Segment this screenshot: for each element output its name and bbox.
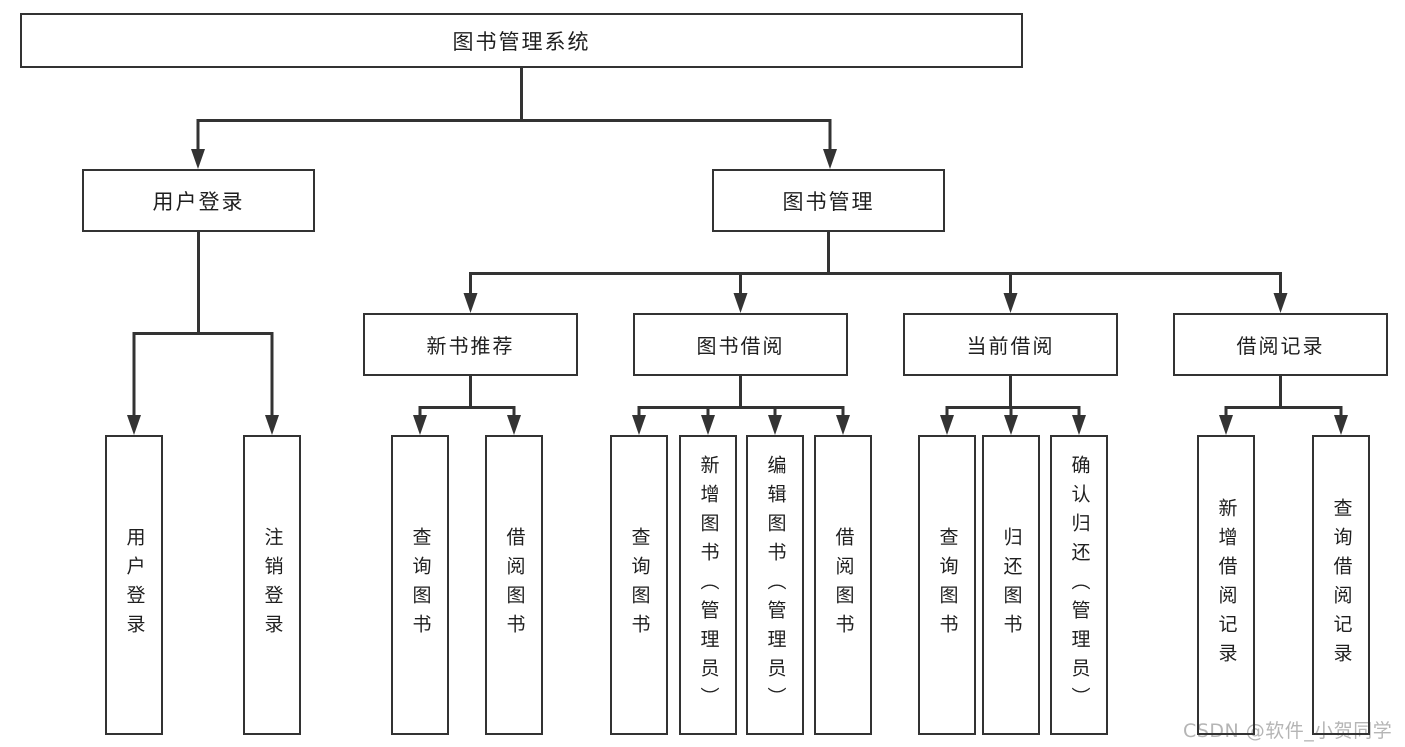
node-book-borrow-label: 图书借阅 [696,334,785,358]
node-user-login: 用户登录 [82,169,315,232]
leaf-logout-label: 注销登录 [261,527,284,643]
leaf-user-login-label: 用户登录 [123,527,146,643]
node-new-book-recommend-label: 新书推荐 [426,334,515,358]
leaf-add-books-admin-label: 新增图书（管理员） [697,454,720,716]
leaf-borrow-books-1-label: 借阅图书 [503,527,526,643]
leaf-query-books-3-label: 查询图书 [936,527,959,643]
leaf-user-login: 用户登录 [105,435,163,735]
node-current-borrow-label: 当前借阅 [966,334,1055,358]
leaf-borrow-books-2: 借阅图书 [814,435,872,735]
leaf-edit-books-admin-label: 编辑图书（管理员） [764,454,787,716]
leaf-edit-books-admin: 编辑图书（管理员） [746,435,804,735]
node-borrow-records-label: 借阅记录 [1236,334,1325,358]
leaf-borrow-books-1: 借阅图书 [485,435,543,735]
leaf-return-books-label: 归还图书 [1000,527,1023,643]
leaf-query-books-1: 查询图书 [391,435,449,735]
leaf-query-books-3: 查询图书 [918,435,976,735]
leaf-query-borrow-record: 查询借阅记录 [1312,435,1370,735]
leaf-query-books-2: 查询图书 [610,435,668,735]
leaf-query-borrow-record-label: 查询借阅记录 [1330,498,1353,672]
leaf-add-books-admin: 新增图书（管理员） [679,435,737,735]
node-root: 图书管理系统 [20,13,1023,68]
leaf-add-borrow-record: 新增借阅记录 [1197,435,1255,735]
node-borrow-records: 借阅记录 [1173,313,1388,376]
csdn-watermark: CSDN @软件_小贺同学 [1183,720,1393,742]
leaf-confirm-return-admin: 确认归还（管理员） [1050,435,1108,735]
node-current-borrow: 当前借阅 [903,313,1118,376]
node-root-label: 图书管理系统 [452,29,591,54]
node-user-login-label: 用户登录 [152,189,245,214]
leaf-logout: 注销登录 [243,435,301,735]
leaf-query-books-2-label: 查询图书 [628,527,651,643]
node-book-management-label: 图书管理 [782,189,875,214]
connector-lines [132,66,1343,418]
node-book-borrow: 图书借阅 [633,313,848,376]
node-book-management: 图书管理 [712,169,945,232]
leaf-return-books: 归还图书 [982,435,1040,735]
leaf-confirm-return-admin-label: 确认归还（管理员） [1068,454,1091,716]
leaf-borrow-books-2-label: 借阅图书 [832,527,855,643]
arrowheads [127,149,1348,435]
leaf-add-borrow-record-label: 新增借阅记录 [1215,498,1238,672]
node-new-book-recommend: 新书推荐 [363,313,578,376]
leaf-query-books-1-label: 查询图书 [409,527,432,643]
